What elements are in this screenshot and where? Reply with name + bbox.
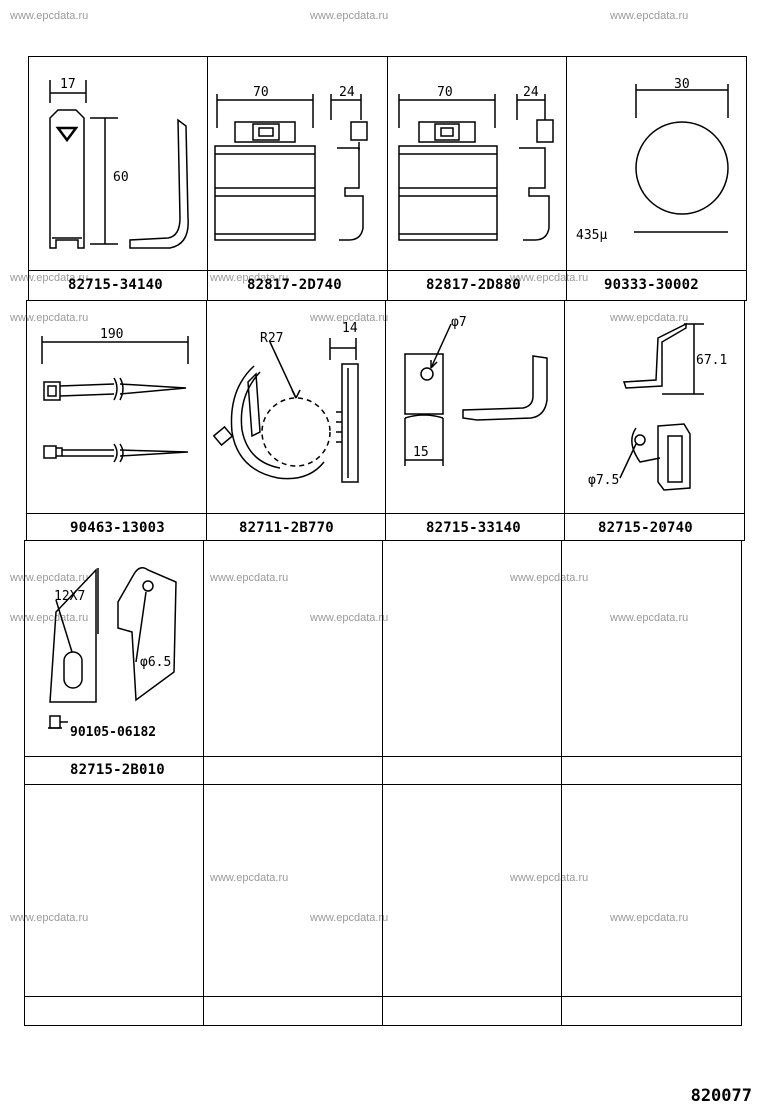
part-number-cell-2[interactable]: 82817-2D740: [247, 277, 342, 293]
disc-drawing: 30 435µ: [576, 77, 729, 243]
watermark-text: www.epcdata.ru: [610, 612, 689, 624]
dim-width: 15: [413, 445, 429, 460]
watermark-text: www.epcdata.ru: [310, 10, 389, 22]
dim-width: 14: [342, 321, 358, 336]
hole-bracket-drawing: φ7 15: [404, 315, 548, 466]
part-number-cell-6[interactable]: 82711-2B770: [239, 520, 334, 536]
watermark-text: www.epcdata.ru: [310, 312, 389, 324]
connector-bracket-drawing-1: 70 24: [214, 85, 368, 241]
part-number-cell-9[interactable]: 82715-2B010: [70, 762, 165, 778]
watermark-text: www.epcdata.ru: [10, 10, 89, 22]
dim-slot: 12X7: [54, 589, 85, 604]
dim-width: 17: [60, 77, 76, 92]
watermark-text: www.epcdata.ru: [510, 572, 589, 584]
watermark-text: www.epcdata.ru: [610, 312, 689, 324]
watermark-text: www.epcdata.ru: [10, 272, 89, 284]
bolt-part-number[interactable]: 90105-06182: [70, 725, 156, 740]
angle-bracket-drawing: 67.1 φ7.5: [588, 322, 727, 491]
part-number-cell-7[interactable]: 82715-33140: [426, 520, 521, 536]
dim-depth: 24: [339, 85, 355, 100]
watermark-text: www.epcdata.ru: [10, 572, 89, 584]
watermark-text: www.epcdata.ru: [210, 572, 289, 584]
dim-depth: 24: [523, 85, 539, 100]
slotted-bracket-drawing: 12X7 φ6.5 90105-06182: [48, 567, 177, 740]
watermark-text: www.epcdata.ru: [10, 912, 89, 924]
watermark-text: www.epcdata.ru: [610, 912, 689, 924]
part-number-cell-4[interactable]: 90333-30002: [604, 277, 699, 293]
connector-bracket-drawing-2: 70 24: [398, 85, 554, 241]
dim-diameter: 30: [674, 77, 690, 92]
watermark-text: www.epcdata.ru: [610, 10, 689, 22]
watermark-text: www.epcdata.ru: [510, 272, 589, 284]
dim-radius: R27: [260, 331, 283, 346]
dim-height: 60: [113, 170, 129, 185]
watermark-text: www.epcdata.ru: [10, 612, 89, 624]
dim-length: 70: [253, 85, 269, 100]
part-number-cell-3[interactable]: 82817-2D880: [426, 277, 521, 293]
clamp-bracket-drawing-1: 17 60: [49, 77, 189, 249]
part-number-cell-8[interactable]: 82715-20740: [598, 520, 693, 536]
watermark-text: www.epcdata.ru: [310, 612, 389, 624]
part-number-cell-5[interactable]: 90463-13003: [70, 520, 165, 536]
dim-hole-diameter: φ7: [451, 315, 467, 330]
dim-length: 190: [100, 327, 123, 342]
watermark-text: www.epcdata.ru: [210, 272, 289, 284]
dim-thickness: 435µ: [576, 228, 607, 243]
diagram-number: 820077: [690, 1086, 752, 1106]
cable-tie-drawing: 190: [41, 327, 189, 463]
round-clamp-drawing: R27 14: [212, 321, 359, 483]
dim-height: 67.1: [696, 353, 727, 368]
dim-hole-diameter: φ6.5: [140, 655, 171, 670]
watermark-text: www.epcdata.ru: [310, 912, 389, 924]
dim-hole-diameter: φ7.5: [588, 473, 619, 488]
part-number-cell-1[interactable]: 82715-34140: [68, 277, 163, 293]
watermark-text: www.epcdata.ru: [210, 872, 289, 884]
watermark-text: www.epcdata.ru: [10, 312, 89, 324]
dim-length: 70: [437, 85, 453, 100]
watermark-text: www.epcdata.ru: [510, 872, 589, 884]
